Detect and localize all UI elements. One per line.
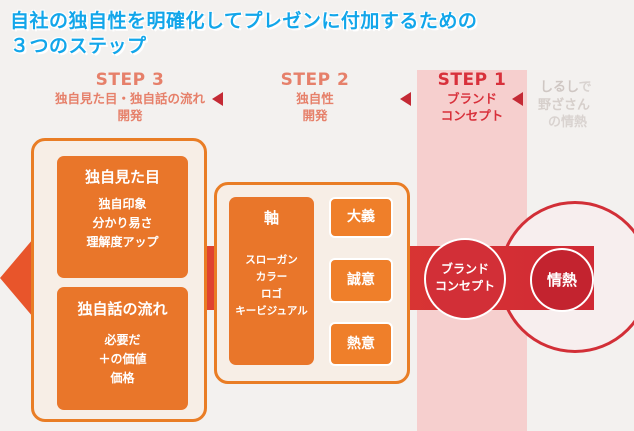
step2-label: STEP 2 独自性 開発	[265, 70, 365, 124]
passion-circle: 情熱	[530, 248, 594, 312]
story-card-title: 独自話の流れ	[77, 300, 168, 318]
step1-heading: STEP 1	[437, 70, 507, 90]
step1-label: STEP 1 ブランド コンセプト	[419, 70, 525, 124]
visual-card: 独自見た目 独自印象 分かり易さ 理解度アップ	[57, 156, 188, 278]
faint-text-3: の情熱	[548, 115, 588, 130]
axis-card-title: 軸	[263, 209, 279, 227]
axis-card-items: スローガン カラー ロゴ キービジュアル	[229, 252, 314, 320]
faint-text-2: 野ざさん	[538, 98, 591, 113]
visual-card-items: 独自印象 分かり易さ 理解度アップ	[57, 195, 188, 252]
step3-subtitle-2: 開発	[117, 108, 143, 123]
list-item: スローガン	[245, 254, 298, 266]
page-title-line2: ３つのステップ	[10, 35, 147, 57]
keyword-card: 大義	[329, 197, 393, 238]
arrow-left-icon	[400, 92, 411, 106]
list-item: 価格	[110, 371, 135, 385]
page-title-line1: 自社の独自性を明確化してプレゼンに付加するための	[10, 10, 478, 32]
list-item: キービジュアル	[235, 305, 308, 317]
step2-subtitle-2: 開発	[302, 108, 328, 123]
list-item: カラー	[255, 271, 288, 283]
list-item: 必要だ	[104, 333, 141, 347]
step2-subtitle: 独自性	[296, 91, 334, 106]
faint-text-1: しるしで	[540, 80, 592, 95]
brand-circle-line2: コンセプト	[434, 279, 495, 293]
list-item: ＋の価値	[98, 352, 147, 366]
keyword-card: 誠意	[329, 258, 393, 303]
brand-concept-circle: ブランド コンセプト	[424, 238, 506, 320]
step1-subtitle: ブランド	[446, 91, 497, 106]
list-item: ロゴ	[261, 288, 282, 300]
story-card: 独自話の流れ 必要だ ＋の価値 価格	[57, 287, 188, 410]
arrow-left-icon	[512, 92, 523, 106]
visual-card-title: 独自見た目	[84, 168, 160, 186]
list-item: 理解度アップ	[86, 235, 159, 249]
step3-label: STEP 3 独自見た目・独自話の流れ 開発	[40, 70, 220, 124]
story-card-items: 必要だ ＋の価値 価格	[57, 331, 188, 388]
step1-subtitle-2: コンセプト	[440, 108, 504, 123]
list-item: 分かり易さ	[92, 216, 153, 230]
step3-heading: STEP 3	[95, 70, 165, 90]
keyword-card: 熱意	[329, 322, 393, 366]
brand-circle-line1: ブランド	[440, 262, 489, 276]
step3-subtitle: 独自見た目・独自話の流れ	[54, 91, 205, 106]
arrow-left-icon	[212, 92, 223, 106]
step2-heading: STEP 2	[280, 70, 350, 90]
axis-card: 軸 スローガン カラー ロゴ キービジュアル	[229, 197, 314, 365]
list-item: 独自印象	[98, 197, 147, 211]
